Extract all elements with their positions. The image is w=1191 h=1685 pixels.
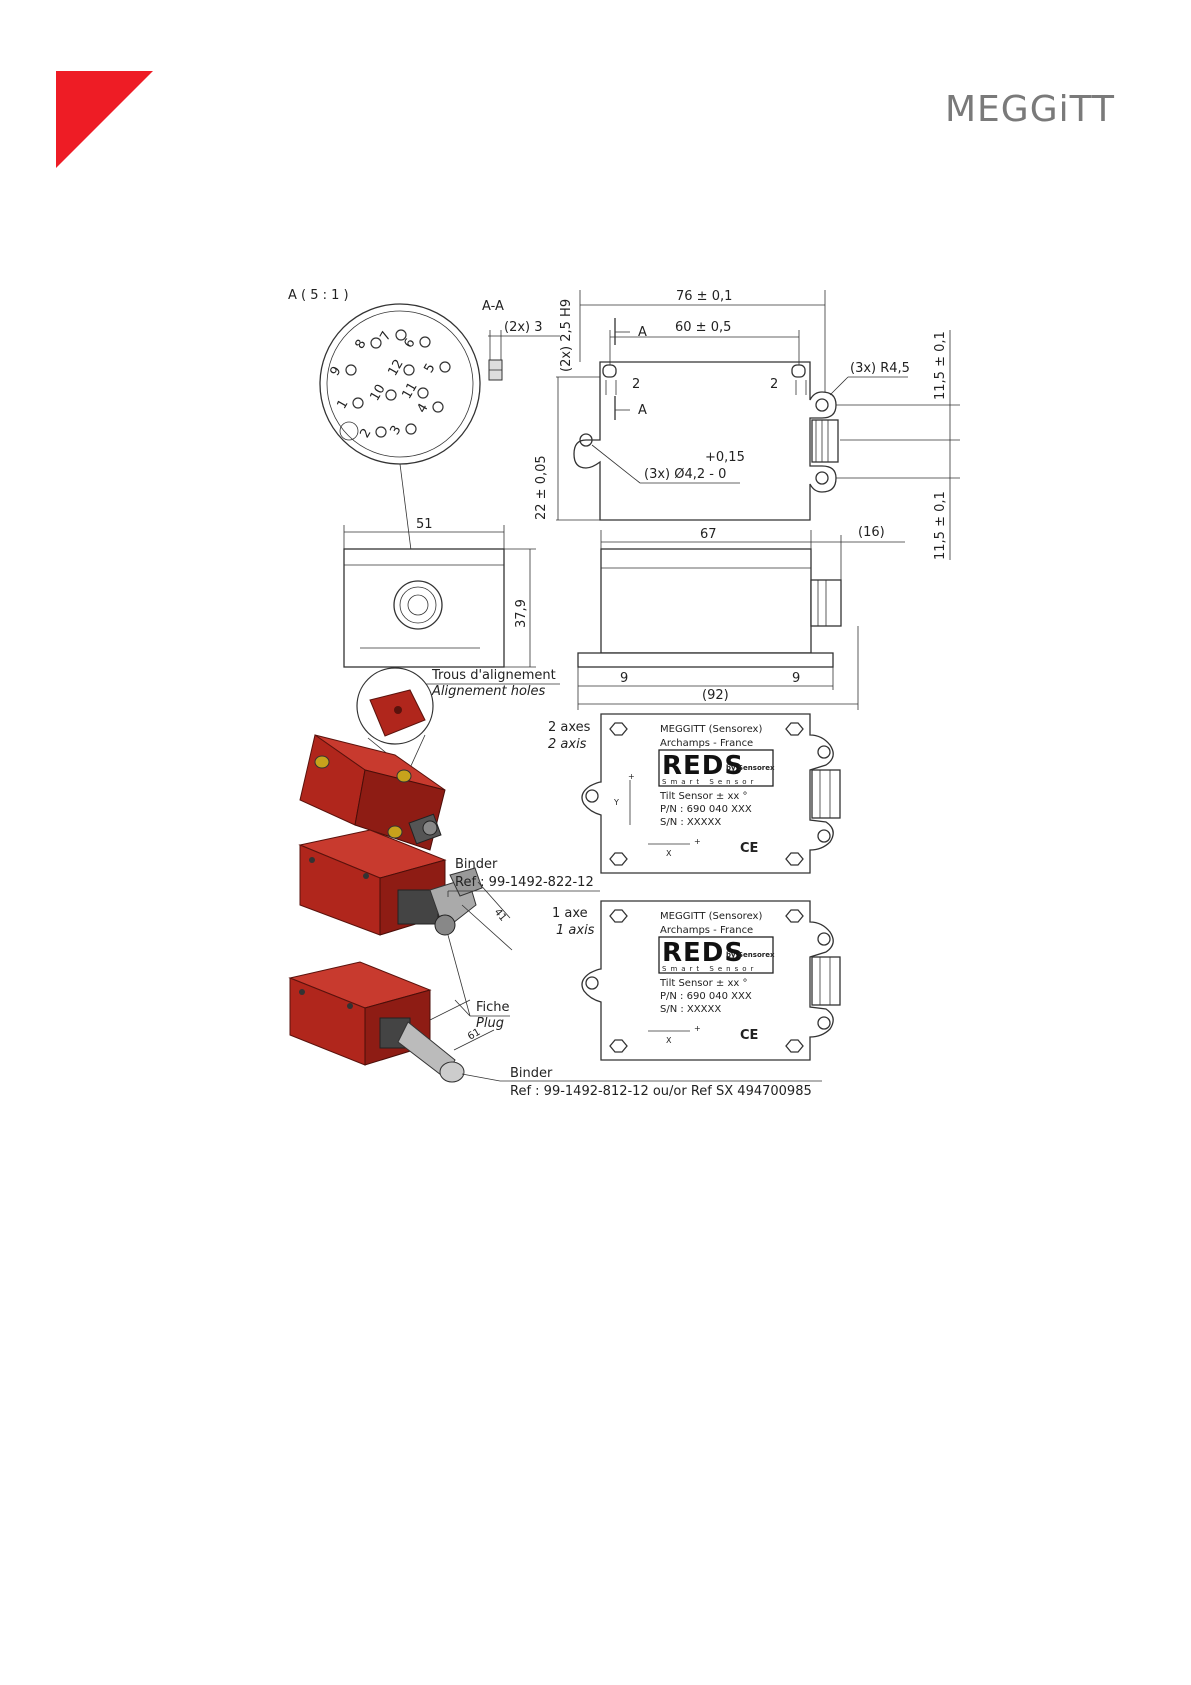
dim-2-right: 2 (770, 377, 778, 392)
dim-11-5-top: 11,5 ± 0,1 (933, 331, 948, 400)
connector-pin (419, 336, 431, 348)
binder-bottom-ref: Ref : 99-1492-812-12 ou/or Ref SX 494700… (510, 1084, 812, 1099)
connector-pin (370, 337, 382, 349)
pin-number: 10 (367, 382, 388, 404)
connector-pin (439, 361, 451, 373)
label-1axe-pn: P/N : 690 040 XXX (660, 991, 752, 1002)
reds-tagline-1axe: Smart Sensor (662, 965, 757, 973)
detail-view-title: A ( 5 : 1 ) (288, 288, 349, 303)
dim-9-left: 9 (620, 671, 628, 686)
dim-76: 76 ± 0,1 (676, 289, 732, 304)
render-straight-plug (288, 961, 465, 1083)
connector-pin (345, 364, 357, 376)
dim-radius: (3x) R4,5 (850, 361, 910, 376)
reds-logo-2axes: REDS (662, 751, 744, 781)
dim-16: (16) (858, 525, 885, 540)
plug-label-fr: Fiche (476, 1000, 510, 1015)
label-2axes-plus-x: + (694, 837, 701, 846)
pin-number: 12 (385, 357, 406, 379)
label-2axes-location: Archamps - France (660, 738, 753, 749)
section-depth-dim: (2x) 3 (504, 320, 543, 335)
reds-logo-box-2axes (658, 749, 774, 787)
pin-number: 2 (357, 426, 374, 441)
label-2axes-plus-y: + (628, 772, 635, 781)
dim-hole-diameter: (3x) Ø4,2 - 0 (644, 467, 726, 482)
section-title: A-A (482, 299, 504, 314)
red-corner-accent (56, 71, 153, 168)
label-2axes-sn: S/N : XXXXX (660, 817, 721, 828)
connector-pin (352, 397, 364, 409)
label-2axes-maker: MEGGITT (Sensorex) (660, 724, 762, 735)
dim-67: 67 (700, 527, 717, 542)
connector-pin (432, 401, 444, 413)
label-1axe-title: 1 axe (552, 906, 588, 921)
label-1axe-maker: MEGGITT (Sensorex) (660, 911, 762, 922)
dim-2-left: 2 (632, 377, 640, 392)
reds-by-2axes: by Sensorex (726, 764, 775, 772)
pin-number: 8 (352, 337, 369, 352)
connector-pin (403, 364, 415, 376)
reds-by-1axe: by Sensorex (726, 951, 775, 959)
label-1axe-sn: S/N : XXXXX (660, 1004, 721, 1015)
label-1axe-plus-x: + (694, 1024, 701, 1033)
dim-92: (92) (702, 688, 729, 703)
pin-number: 5 (421, 361, 438, 376)
alignment-label-fr: Trous d'alignement (431, 668, 556, 683)
pin-number: 11 (399, 380, 420, 402)
connector-pin (405, 423, 417, 435)
reds-logo-box-1axe (658, 936, 774, 974)
binder-bottom-label: Binder (510, 1066, 553, 1081)
label-2axes-axis-x: X (666, 849, 672, 858)
dim-51: 51 (416, 517, 433, 532)
connector-pin (417, 387, 429, 399)
label-1axe-tilt: Tilt Sensor ± xx ° (659, 978, 748, 989)
front-view (343, 548, 505, 668)
plug-label-en: Plug (476, 1016, 504, 1031)
ce-mark-1axe: CE (740, 1028, 758, 1043)
dim-37-9: 37,9 (514, 599, 529, 628)
dim-60: 60 ± 0,5 (675, 320, 731, 335)
render-angled-sensor (299, 667, 446, 851)
section-mark-top: A (638, 325, 647, 340)
slot-dim: (2x) 2,5 H9 (559, 299, 574, 372)
render-angled-connector (298, 829, 483, 936)
label-2axes-axis-y: Y (613, 798, 619, 807)
dim-tolerance: +0,15 (705, 450, 745, 465)
top-view (573, 361, 839, 521)
pin-number: 4 (414, 401, 431, 416)
label-2axes-title: 2 axes (548, 720, 591, 735)
connector-pin (395, 329, 407, 341)
label-1axe-subtitle: 1 axis (556, 923, 595, 938)
dim-11-5-bottom: 11,5 ± 0,1 (933, 491, 948, 560)
label-2axes-tilt: Tilt Sensor ± xx ° (659, 791, 748, 802)
binder-top-label: Binder (455, 857, 498, 872)
side-view (577, 548, 842, 668)
label-2axes-pn: P/N : 690 040 XXX (660, 804, 752, 815)
label-1axe-axis-x: X (666, 1036, 672, 1045)
alignment-label-en: Alignement holes (431, 684, 546, 699)
label-1axe-location: Archamps - France (660, 925, 753, 936)
pin-number: 9 (327, 364, 344, 379)
pin-number: 1 (334, 397, 351, 412)
ce-mark-2axes: CE (740, 841, 758, 856)
binder-top-ref: Ref : 99-1492-822-12 (455, 875, 594, 890)
dim-9-right: 9 (792, 671, 800, 686)
pin-number: 3 (387, 423, 404, 438)
section-mark-bottom: A (638, 403, 647, 418)
reds-tagline-2axes: Smart Sensor (662, 778, 757, 786)
meggitt-logo: MEGGiTT (945, 89, 1115, 130)
dim-22: 22 ± 0,05 (534, 455, 549, 520)
pin-number: 7 (377, 329, 394, 344)
connector-pin (385, 389, 397, 401)
binder-top-dim: 41 (492, 907, 509, 924)
reds-logo-1axe: REDS (662, 938, 744, 968)
connector-pin (375, 426, 387, 438)
label-2axes-subtitle: 2 axis (548, 737, 587, 752)
